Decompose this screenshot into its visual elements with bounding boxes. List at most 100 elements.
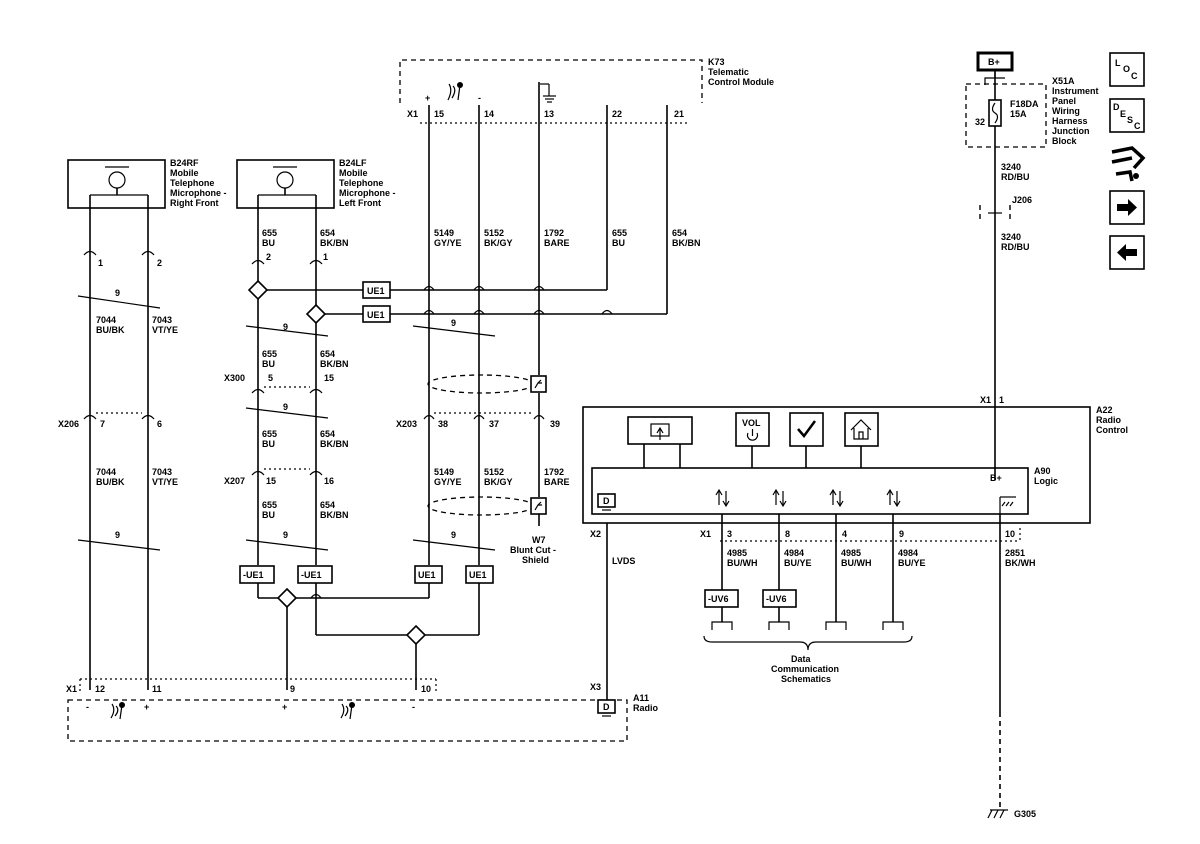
shield-section[interactable]: 9 X203 38 37 39 5149 GY/YE 5152 BK/GY 17… xyxy=(396,318,570,565)
wire-5152-col: BK/GY xyxy=(484,238,513,248)
k73-pin-15: 15 xyxy=(434,109,444,119)
k73-pin-22: 22 xyxy=(612,109,622,119)
ue1-box-3: UE1 xyxy=(418,570,436,580)
wire-5152-num: 5152 xyxy=(484,228,504,238)
a11-plus-1: + xyxy=(144,702,149,712)
desc-e: E xyxy=(1120,109,1126,119)
previous-page-button[interactable] xyxy=(1109,235,1145,270)
a22-conn-x2: X2 xyxy=(590,529,601,539)
ue1-box-1: UE1 xyxy=(367,286,385,296)
lower-splices xyxy=(257,583,480,690)
b24rf-line4: Right Front xyxy=(170,198,219,208)
x207-label: X207 xyxy=(224,476,245,486)
a11-pin-10: 10 xyxy=(421,684,431,694)
k73-connector-x1: X1 xyxy=(407,109,418,119)
description-button[interactable]: D E S C xyxy=(1109,98,1145,133)
x206-pin-7: 7 xyxy=(100,419,105,429)
k73-pin-13: 13 xyxy=(544,109,554,119)
wire-5149-col: GY/YE xyxy=(434,238,462,248)
wire-654-col: BK/BN xyxy=(672,238,701,248)
lf-pin-2: 2 xyxy=(266,252,271,262)
rf-7043-col-1: VT/YE xyxy=(152,325,178,335)
power-feed[interactable]: B+ 32 F18DA 15A X51A Instrument Panel Wi… xyxy=(965,51,1099,480)
x203-label: X203 xyxy=(396,419,417,429)
b24lf-line4: Left Front xyxy=(339,198,381,208)
a90-logic[interactable]: A90 Logic B+ D xyxy=(591,466,1058,515)
a22-x1-wires[interactable]: X1 X2 3 8 4 9 10 4985 BU/WH 4984 BU/YE 4… xyxy=(590,514,1036,819)
b24rf-microphone[interactable]: B24RF Mobile Telephone Microphone - Righ… xyxy=(67,158,227,209)
lf-654-num-4: 654 xyxy=(320,500,335,510)
j206-label: J206 xyxy=(1012,195,1032,205)
lvds-label: LVDS xyxy=(612,556,635,566)
x207-pin-16: 16 xyxy=(324,476,334,486)
a11-minus-2: - xyxy=(412,702,415,712)
nue1-box-1: -UE1 xyxy=(243,570,264,580)
lf-654-num-3: 654 xyxy=(320,429,335,439)
lf-wires[interactable]: 655 BU 654 BK/BN 2 1 9 655 BU 654 BK/BN … xyxy=(224,195,667,565)
k73-ref: K73 xyxy=(708,57,725,67)
a90-bplus: B+ xyxy=(990,473,1002,483)
a22-conn-x1: X1 xyxy=(700,529,711,539)
microphone-icon xyxy=(340,702,355,720)
a90-display-d: D xyxy=(603,496,610,506)
k73-telematic-control-module[interactable]: K73 Telematic Control Module + - X1 15 1… xyxy=(399,57,774,124)
lf-655-col-1: BU xyxy=(262,238,275,248)
ground-icon xyxy=(987,809,1008,819)
w7-line1: Blunt Cut - xyxy=(510,545,556,555)
b24lf-microphone[interactable]: B24LF Mobile Telephone Microphone - Left… xyxy=(236,158,396,209)
checkmark-icon xyxy=(797,420,817,439)
a11-display-d: D xyxy=(603,702,610,712)
x51a-line5: Junction xyxy=(1052,126,1090,136)
fuse-pin: 32 xyxy=(975,117,985,127)
rf-7044-num-1: 7044 xyxy=(96,315,116,325)
chassis-ground-icon xyxy=(999,496,1016,514)
data-comm-line3: Schematics xyxy=(781,674,831,684)
x300-pin-5: 5 xyxy=(268,373,273,383)
location-button[interactable]: L O C xyxy=(1109,52,1145,87)
wire-4984-col-2: BU/YE xyxy=(898,558,926,568)
lf-654-col-2: BK/BN xyxy=(320,359,349,369)
a22-x1: X1 xyxy=(980,395,991,405)
connector-view-button[interactable] xyxy=(1111,146,1146,182)
x51a-line4: Harness xyxy=(1052,116,1088,126)
k73-wires[interactable] xyxy=(428,82,668,565)
rf-7043-num-2: 7043 xyxy=(152,467,172,477)
x300-label: X300 xyxy=(224,373,245,383)
a11-radio[interactable]: X1 12 11 9 10 - + + - A11 Radio X3 D LVD… xyxy=(66,514,659,742)
next-page-button[interactable] xyxy=(1109,190,1145,225)
power-icon xyxy=(746,429,759,441)
wire-1792-num: 1792 xyxy=(544,228,564,238)
x206-label: X206 xyxy=(58,419,79,429)
wire-4985-col-1: BU/WH xyxy=(727,558,758,568)
wire-4984-num-2: 4984 xyxy=(898,548,918,558)
rf-7043-num-1: 7043 xyxy=(152,315,172,325)
crossovers xyxy=(423,285,613,315)
microphone-icon xyxy=(110,702,125,720)
lf-654-num-1: 654 xyxy=(320,228,335,238)
x300-pin-15: 15 xyxy=(324,373,334,383)
rf-wires[interactable]: 1 2 9 7044 BU/BK 7043 VT/YE X206 7 6 704… xyxy=(58,195,178,690)
a22-pin-10: 10 xyxy=(1005,529,1015,539)
lf-654-col-4: BK/BN xyxy=(320,510,349,520)
lf-654-col-1: BK/BN xyxy=(320,238,349,248)
data-comm-line2: Communication xyxy=(771,664,839,674)
k73-name-line1: Telematic xyxy=(708,67,749,77)
a11-plus-2: + xyxy=(282,702,287,712)
x51a-ref: X51A xyxy=(1052,76,1075,86)
b24rf-line1: Mobile xyxy=(170,168,199,178)
lf-655-num-1: 655 xyxy=(262,228,277,238)
b24lf-line1: Mobile xyxy=(339,168,368,178)
wire-5149-num: 5149 xyxy=(434,228,454,238)
wire-4985-num-2: 4985 xyxy=(841,548,861,558)
microphone-icon xyxy=(447,82,463,101)
display-icon: D xyxy=(597,699,616,717)
a22-x1-pin-1: 1 xyxy=(999,395,1004,405)
w7-line2: Shield xyxy=(522,555,549,565)
wire-3240-col-2: RD/BU xyxy=(1001,242,1030,252)
uv6-box-1: -UV6 xyxy=(708,594,729,604)
b24rf-line2: Telephone xyxy=(170,178,214,188)
wire-4984-col-1: BU/YE xyxy=(784,558,812,568)
lf-655-num-4: 655 xyxy=(262,500,277,510)
x51a-line2: Panel xyxy=(1052,96,1076,106)
bidirectional-arrows-icon xyxy=(715,488,901,508)
